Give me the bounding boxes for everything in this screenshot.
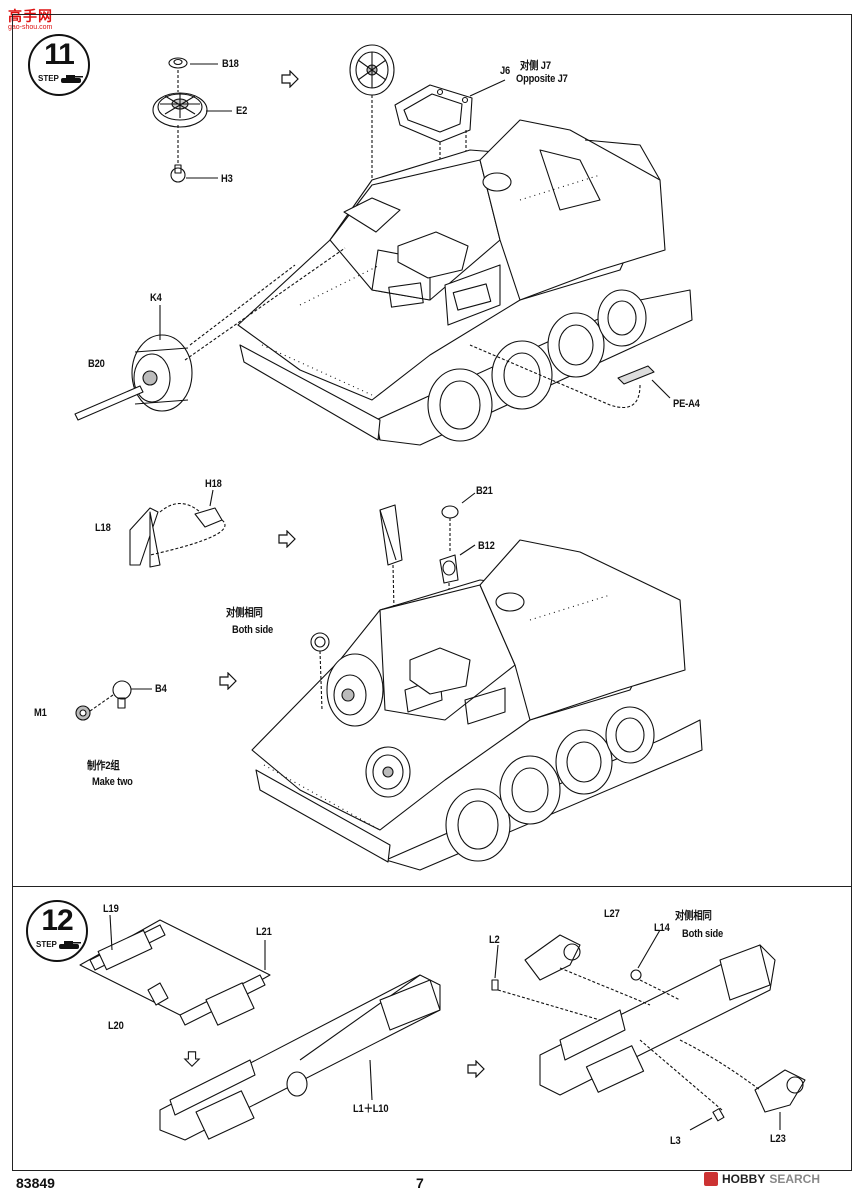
label-opposite-cn: 对侧 J7 [520,60,551,72]
hull-lower [251,539,703,871]
label-l27: L27 [604,908,620,920]
part-l20 [147,982,169,1006]
assembled-right-frame [539,944,776,1096]
label-pe-a4: PE-A4 [673,398,700,410]
label-both-side-cn: 对侧相同 [675,910,712,922]
part-l23 [754,1069,806,1113]
label-l21: L21 [256,926,272,938]
assembled-l1-l10 [159,974,441,1141]
assembled-sprocket-arm [379,504,403,566]
next-step-arrow-icon [278,530,296,548]
assembled-road-wheel [349,44,395,96]
page-number: 7 [416,1175,424,1191]
part-k4-sprocket [131,334,193,412]
step-number: 12 [41,904,73,937]
tank-icon [59,941,81,949]
step-12-badge: 12 STEP [26,900,88,962]
step-word: STEP [38,74,59,83]
label-h18: H18 [205,478,222,490]
label-b12: B12 [478,540,495,552]
label-h3: H3 [221,173,233,185]
label-m1: M1 [34,707,47,719]
label-k4: K4 [150,292,162,304]
part-m1 [75,705,91,721]
label-l3: L3 [670,1135,681,1147]
kit-number: 83849 [16,1175,55,1191]
watermark-url: gao-shou.com [8,24,53,31]
hobbysearch-watermark: HOBBY SEARCH [704,1172,820,1186]
label-e2: E2 [236,105,248,117]
part-l14 [630,969,642,981]
label-make-two-cn: 制作2组 [87,760,120,772]
part-j6-hatch [394,84,473,143]
part-b21 [441,505,459,519]
step-number: 11 [44,38,75,71]
step-word: STEP [36,940,57,949]
part-l3 [712,1108,725,1122]
label-b18: B18 [222,58,239,70]
part-b18 [168,57,188,69]
next-step-arrow-icon [219,672,237,690]
part-l2 [491,979,499,991]
brand-search: SEARCH [769,1172,821,1186]
part-l27 [524,934,581,981]
label-l23: L23 [770,1133,786,1145]
part-pe-a4 [617,365,655,385]
label-both-side-en: Both side [232,624,274,636]
label-b20: B20 [88,358,105,370]
frame-l19-l21 [79,919,271,1026]
label-j6: J6 [500,65,511,77]
brand-hobby: HOBBY [722,1172,766,1186]
hobbysearch-logo-icon [704,1172,718,1186]
label-l19: L19 [103,903,119,915]
label-l18: L18 [95,522,111,534]
label-opposite-en: Opposite J7 [516,73,568,85]
part-h3 [170,164,186,183]
part-both-side-light [310,632,330,652]
down-arrow-icon [183,1051,201,1067]
label-b4: B4 [155,683,167,695]
next-step-arrow-icon [281,70,299,88]
part-b20-axle [74,385,144,421]
next-step-arrow-icon [467,1060,485,1078]
part-b4 [112,680,132,709]
step-divider [12,886,852,887]
part-l18 [129,507,161,568]
tank-icon [61,75,83,83]
label-l1-l10: L1＋L10 [353,1103,389,1115]
label-both-side-en: Both side [682,928,724,940]
part-e2-road-wheel [152,92,208,128]
label-b21: B21 [476,485,493,497]
hull-upper [237,119,693,446]
label-both-side-cn: 对侧相同 [226,607,263,619]
site-watermark: 高手网 gao-shou.com [2,2,92,32]
page-frame [12,14,852,1171]
label-make-two-en: Make two [92,776,133,788]
step-11-badge: 11 STEP [28,34,90,96]
watermark-title: 高手网 [8,9,53,25]
part-b12 [439,554,459,584]
label-l20: L20 [108,1020,124,1032]
label-l2: L2 [489,934,500,946]
label-l14: L14 [654,922,670,934]
